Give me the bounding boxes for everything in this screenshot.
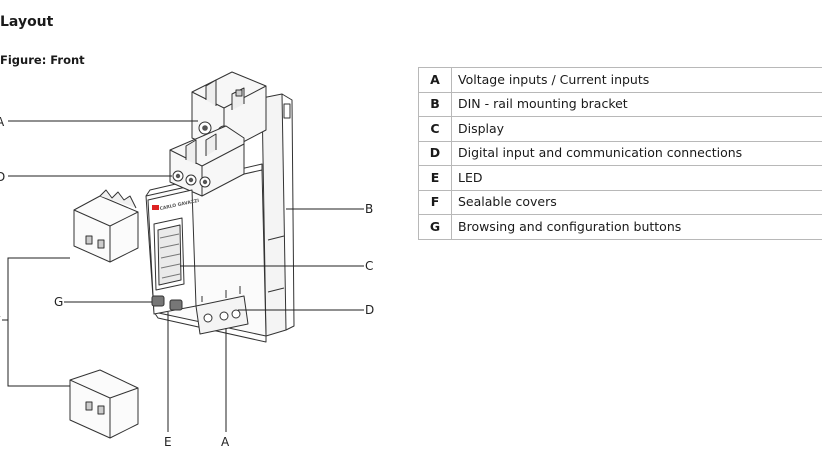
legend-description: Voltage inputs / Current inputs (451, 67, 822, 93)
sealable-cover-bottom (69, 369, 139, 439)
communication-terminal-block (169, 125, 245, 197)
legend-key: F (418, 189, 452, 215)
callout-f: F (0, 314, 1, 328)
callout-b: B (365, 202, 373, 216)
legend-description: Browsing and configuration buttons (451, 214, 822, 240)
legend-key: G (418, 214, 452, 240)
legend-description: DIN - rail mounting bracket (451, 91, 822, 117)
legend-key: D (418, 140, 452, 166)
legend-key: A (418, 67, 452, 93)
callout-d-right: D (365, 303, 374, 317)
legend-key: E (418, 165, 452, 191)
bottom-terminals (195, 286, 249, 335)
buttons (151, 295, 183, 311)
legend-description: LED (451, 165, 822, 191)
legend-description: Display (451, 116, 822, 142)
callout-g: G (54, 295, 63, 309)
display-window (153, 217, 185, 291)
legend-key: B (418, 91, 452, 117)
legend-description: Sealable covers (451, 189, 822, 215)
section-title: Layout (0, 14, 54, 30)
callout-c: C (365, 259, 373, 273)
figure-caption: Figure: Front (0, 53, 85, 67)
meter-front-figure: A D F G B C D E A CARLO GAVAZZI (0, 71, 374, 449)
legend-description: Digital input and communication connecti… (451, 140, 822, 166)
din-rail-bracket (261, 93, 295, 337)
callout-a-top: A (0, 115, 5, 129)
callout-d-left: D (0, 170, 5, 184)
callout-e: E (164, 435, 172, 449)
callout-a-bottom: A (221, 435, 230, 449)
legend-key: C (418, 116, 452, 142)
sealable-cover-top (73, 189, 139, 263)
